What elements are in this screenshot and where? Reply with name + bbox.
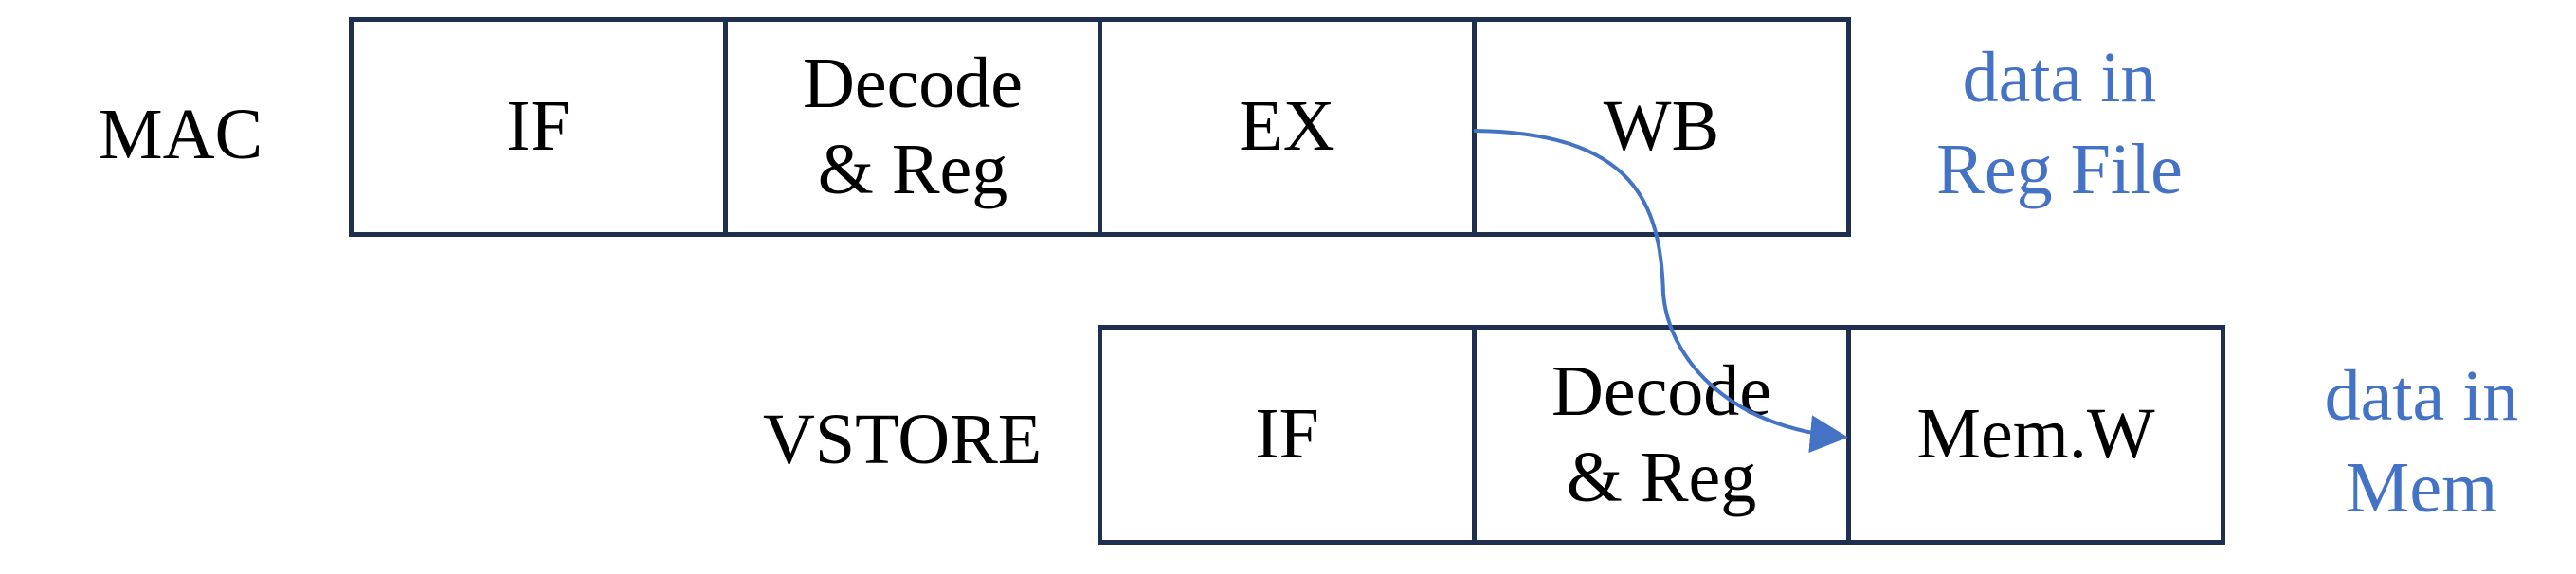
vstore-stage-if: IF [1098,325,1477,545]
mac-stage-wb: WB [1472,17,1851,237]
stage-text: IF [1255,394,1319,475]
note-line1: data in [2324,356,2519,436]
mac-stage-decode-reg: Decode & Reg [723,17,1102,237]
vstore-stage-decode-reg: Decode & Reg [1472,325,1851,545]
stage-text: EX [1239,86,1335,167]
stage-text: Mem.W [1916,394,2155,475]
vstore-stage-mem-w: Mem.W [1846,325,2225,545]
stage-text: IF [506,86,571,167]
stage-text-line2: & Reg [817,130,1008,209]
mac-stage-ex: EX [1098,17,1477,237]
note-line2: Mem [2345,448,2498,529]
row-label-mac: MAC [99,95,263,174]
note-reg-file: data in Reg File [1922,32,2197,217]
stage-text-line1: Decode [1551,350,1772,431]
stage-text-line1: Decode [802,43,1024,123]
row-label-vstore: VSTORE [763,400,1043,479]
mac-stage-if: IF [349,17,728,237]
note-mem: data in Mem [2284,350,2559,535]
note-line1: data in [1962,38,2157,117]
note-line2: Reg File [1936,130,2183,210]
stage-text: WB [1603,86,1720,167]
stage-text-line2: & Reg [1566,438,1757,517]
